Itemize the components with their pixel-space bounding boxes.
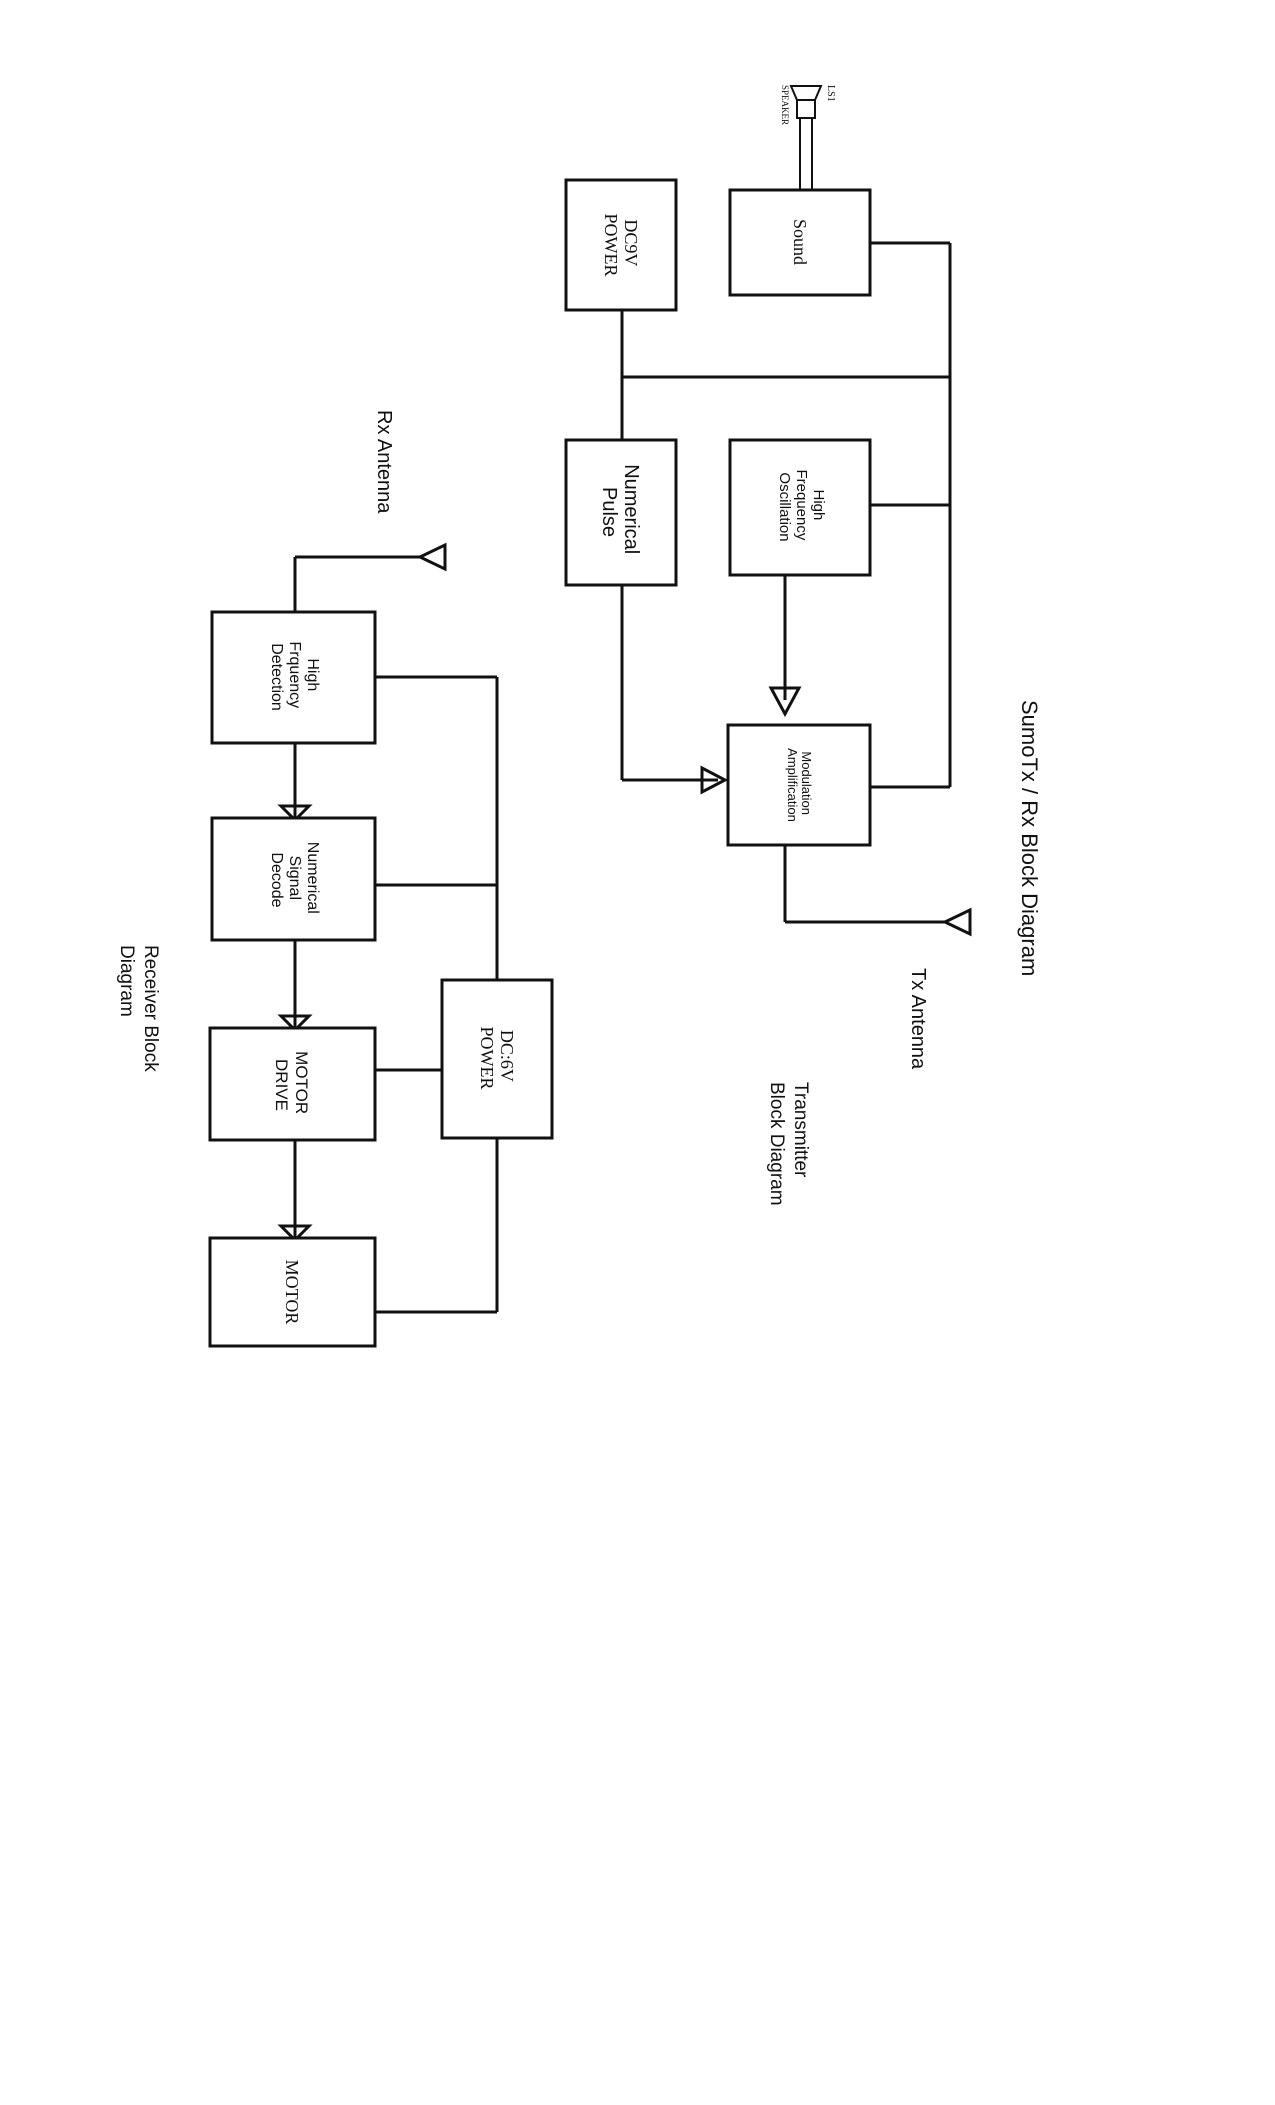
speaker-label: SPEAKER [780, 85, 790, 125]
transmitter-caption-line-2: Block Diagram [766, 1082, 787, 1206]
block-dc6v-power: DC:6V POWER [440, 978, 554, 1140]
svg-text:Modulation Amplification: Modulation Amplification [785, 748, 814, 822]
block-motor-drive-line-1: MOTOR [292, 1051, 311, 1114]
speaker-icon [789, 85, 823, 119]
block-dc9v-line-1: DC9V [621, 219, 641, 266]
block-mod-amp-line-2: Amplification [785, 748, 800, 822]
svg-text:MOTOR DRIVE: MOTOR DRIVE [272, 1051, 311, 1119]
block-dc9v-power: DC9V POWER [564, 178, 678, 312]
svg-text:Sound: Sound [790, 219, 810, 265]
svg-text:Receiver Block Diagram: Receiver Block Diagram [116, 945, 161, 1077]
receiver-caption-line-1: Receiver Block [140, 945, 161, 1072]
block-numerical-pulse: Numerical Pulse [564, 438, 678, 587]
block-motor-drive-line-2: DRIVE [272, 1059, 291, 1111]
diagram-title: SumoTx / Rx Block Diagram [1017, 700, 1042, 976]
block-hf-osc-line-3: Oscillation [776, 472, 793, 541]
block-modulation-amplification: Modulation Amplification [726, 723, 872, 847]
block-motor-drive: MOTOR DRIVE [208, 1026, 377, 1142]
arrow-drive-to-motor [277, 1224, 313, 1243]
transmitter-wires [620, 118, 952, 924]
svg-text:DC9V POWER: DC9V POWER [601, 214, 641, 277]
svg-text:Numerical Pulse: Numerical Pulse [598, 464, 642, 560]
tx-antenna-label: Tx Antenna [907, 968, 929, 1070]
arrow-hf-osc-to-mod-amp [768, 686, 802, 718]
block-sound-line-1: Sound [790, 219, 810, 265]
svg-text:MOTOR: MOTOR [282, 1260, 302, 1325]
block-num-pulse-line-2: Pulse [598, 487, 620, 537]
arrow-decode-to-drive [277, 1014, 313, 1033]
svg-text:Transmitter Block Diagram: Transmitter Block Diagram [766, 1082, 811, 1206]
block-motor: MOTOR [208, 1236, 377, 1348]
block-dc6v-line-1: DC:6V [497, 1030, 517, 1082]
block-hf-det-line-3: Detection [268, 643, 285, 711]
block-num-decode-line-1: Numerical [304, 842, 321, 914]
block-hf-oscillation: High Frequency Oscillation [728, 438, 872, 577]
speaker-ref: LS1 [825, 85, 836, 102]
block-hf-osc-line-1: High [810, 489, 827, 520]
block-num-pulse-line-1: Numerical [620, 464, 642, 554]
block-numerical-signal-decode: Numerical Signal Decode [210, 816, 377, 942]
svg-text:DC:6V POWER: DC:6V POWER [477, 1027, 517, 1090]
arrow-pulse-to-mod-amp [700, 765, 729, 795]
block-num-decode-line-3: Decode [268, 852, 285, 907]
block-dc6v-line-2: POWER [477, 1027, 497, 1090]
block-hf-det-line-1: High [304, 658, 321, 691]
block-dc9v-line-2: POWER [601, 214, 621, 277]
svg-text:High Frquency Dete: High Frquency Detection [268, 641, 321, 712]
block-motor-line-1: MOTOR [282, 1260, 302, 1325]
arrows [277, 686, 802, 1243]
block-sound: Sound [728, 188, 872, 297]
tx-antenna-icon [941, 907, 972, 937]
block-hf-osc-line-2: Frequency [793, 469, 810, 540]
block-mod-amp-line-1: Modulation [799, 751, 814, 815]
svg-text:Numerical Signal D: Numerical Signal Decode [268, 842, 321, 918]
svg-text:High Frequency Osc: High Frequency Oscillation [776, 469, 827, 544]
receiver-caption-line-2: Diagram [116, 945, 137, 1017]
block-num-decode-line-2: Signal [286, 856, 303, 900]
block-hf-det-line-2: Frquency [286, 641, 303, 708]
block-hf-detection: High Frquency Detection [210, 610, 377, 745]
rx-antenna-label: Rx Antenna [373, 410, 395, 514]
rx-antenna-icon [416, 542, 447, 572]
arrow-detect-to-decode [277, 804, 313, 823]
transmitter-caption-line-1: Transmitter [790, 1082, 811, 1178]
